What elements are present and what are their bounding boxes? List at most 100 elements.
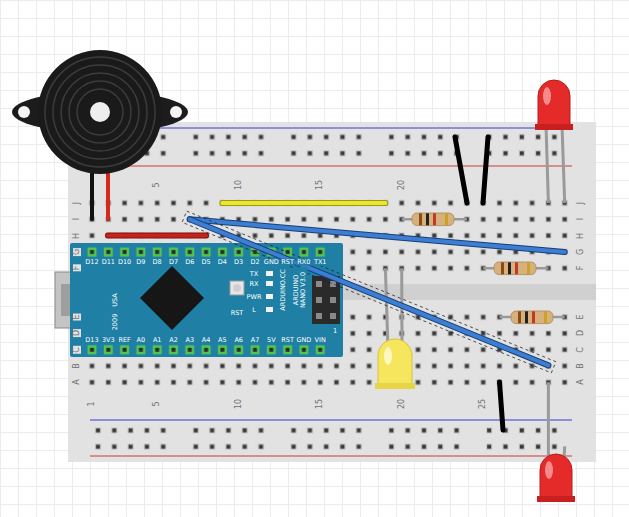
pin-label: D5	[201, 259, 212, 266]
jumper-wire	[182, 211, 556, 373]
row-letter: I	[577, 217, 585, 221]
resistor	[402, 213, 467, 226]
column-number: 10	[235, 179, 243, 191]
column-number: 1	[88, 400, 96, 407]
row-letter: H	[577, 232, 585, 240]
jumper-wire	[108, 235, 206, 236]
rail-line-red	[90, 455, 572, 456]
board-label: TX	[249, 271, 259, 278]
column-number: 15	[316, 179, 324, 191]
pin-label: A6	[233, 337, 244, 344]
pin-label: D4	[217, 259, 228, 266]
row-letter: F	[73, 265, 81, 272]
board-led	[266, 294, 273, 299]
pin-label: A7	[250, 337, 261, 344]
row-letter: D	[577, 329, 585, 337]
board-label: RST	[230, 310, 245, 317]
resistor	[483, 262, 548, 275]
pin-label: D3	[233, 259, 244, 266]
pin-label: A1	[152, 337, 163, 344]
pin-label: D13	[84, 337, 99, 344]
reset-button	[230, 281, 244, 295]
board-label: ARDUINO NANO V3.0	[293, 267, 308, 313]
pin-label: D12	[84, 259, 99, 266]
pin-label: D6	[184, 259, 195, 266]
board-label: 1	[332, 328, 338, 335]
rail-holes	[90, 129, 579, 162]
row-letter: G	[73, 248, 81, 256]
column-number: 5	[153, 181, 161, 188]
pin-label: 3V3	[101, 337, 116, 344]
pin-label: A4	[201, 337, 212, 344]
column-number: 5	[153, 400, 161, 407]
board-led	[266, 307, 273, 312]
row-letter: C	[577, 346, 585, 354]
pin-label: RST	[280, 259, 295, 266]
column-number: 20	[398, 179, 406, 191]
row-letter: E	[73, 314, 81, 321]
row-letter: J	[577, 201, 585, 205]
pin-label: REF	[117, 337, 131, 344]
board-label: USA	[112, 292, 119, 307]
pin-label: GND	[295, 337, 312, 344]
row-letter: E	[577, 314, 585, 321]
piezo-buzzer	[12, 50, 188, 174]
column-number: 20	[398, 398, 406, 410]
row-letter: G	[577, 248, 585, 256]
red-led	[537, 382, 575, 502]
jumper-wire	[222, 203, 385, 204]
board-led	[266, 271, 273, 276]
jumper-wire	[455, 137, 503, 430]
pin-label: D11	[101, 259, 116, 266]
rail-line-blue	[90, 127, 572, 128]
yellow-led	[375, 268, 415, 389]
column-number: 25	[479, 398, 487, 410]
pin-label: D9	[135, 259, 146, 266]
column-number: 10	[235, 398, 243, 410]
row-letter: C	[73, 346, 81, 354]
row-letter: F	[577, 265, 585, 272]
row-letter: B	[73, 362, 81, 370]
row-letter: J	[73, 201, 81, 205]
pin-label: A2	[168, 337, 179, 344]
breadboard-body	[68, 122, 596, 462]
pin-label: RST	[280, 337, 295, 344]
microcontroller-chip	[140, 266, 204, 330]
pin-label: D2	[249, 259, 260, 266]
board-led	[266, 281, 273, 286]
pin-label: RX0	[296, 259, 311, 266]
rail-holes	[90, 422, 579, 455]
red-led	[535, 80, 573, 203]
pin-label: D8	[152, 259, 163, 266]
board-label: RX	[249, 281, 260, 288]
board-label: PWR	[246, 294, 263, 301]
board-label: L	[251, 307, 257, 314]
pin-label: D7	[168, 259, 179, 266]
pin-label: GND	[263, 259, 280, 266]
arduino-board	[70, 243, 343, 357]
column-number: 15	[316, 398, 324, 410]
rail-line-red	[90, 165, 572, 166]
arduino-pins	[84, 244, 329, 358]
row-letter: A	[73, 379, 81, 386]
pin-label: A3	[185, 337, 196, 344]
row-letter: A	[577, 379, 585, 386]
arduino-nano: D12D11D10D9D8D7D6D5D4D3D2GNDRSTRX0TX1D13…	[70, 243, 343, 357]
row-letter: H	[73, 232, 81, 240]
board-label: ARDUINO.CC	[280, 268, 287, 312]
jumper-wire	[190, 219, 565, 252]
rail-line-blue	[90, 419, 572, 420]
reset-button	[233, 284, 241, 292]
pin-label: A5	[217, 337, 228, 344]
pin-label: A0	[136, 337, 147, 344]
board-label: 2009	[112, 313, 119, 332]
row-letter: B	[577, 362, 585, 370]
pin-label: VIN	[314, 337, 327, 344]
pin-label: D10	[117, 259, 132, 266]
row-letter: I	[73, 217, 81, 221]
icsp-header	[312, 276, 340, 324]
resistor	[500, 311, 565, 324]
pin-label: 5V	[266, 337, 277, 344]
pin-label: TX1	[313, 259, 328, 266]
row-letter: D	[73, 329, 81, 337]
